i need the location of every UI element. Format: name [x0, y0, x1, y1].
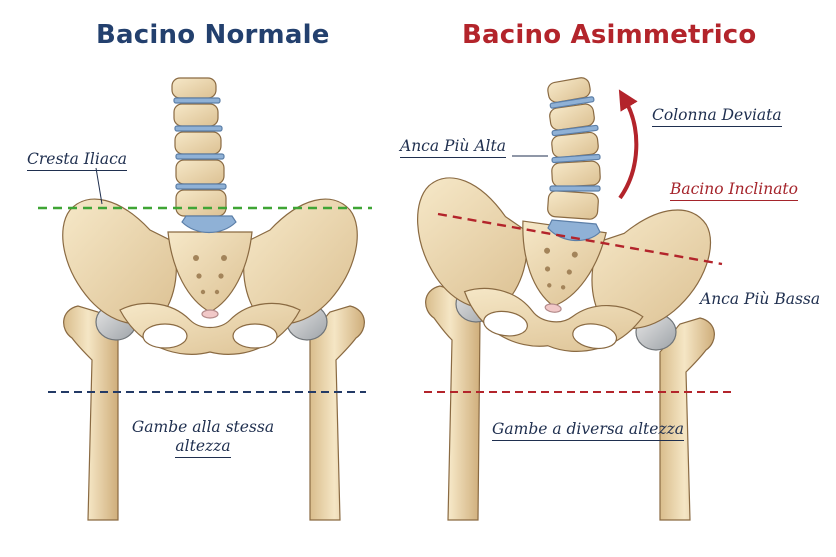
- asymmetric-pelvis-figure: [417, 77, 715, 521]
- label-legs-same-line2: altezza: [175, 437, 231, 458]
- label-hip-lower: Anca Più Bassa: [700, 290, 821, 308]
- normal-spine: [171, 77, 237, 233]
- pelvis-tilt-line: [437, 212, 723, 266]
- deviated-spine: [547, 77, 601, 242]
- right-femur-asym: [659, 317, 715, 521]
- label-legs-different: Gambe a diversa altezza: [492, 420, 685, 441]
- right-femur: [309, 305, 365, 521]
- right-obturator: [232, 323, 278, 349]
- label-spine-deviated: Colonna Deviata: [652, 106, 782, 127]
- left-obturator: [142, 323, 188, 349]
- left-iliac-wing: [62, 198, 177, 325]
- title-asymmetric: Bacino Asimmetrico: [462, 20, 757, 50]
- label-legs-same-height: Gambe alla stessa altezza: [128, 418, 278, 458]
- label-iliac-crest: Cresta Iliaca: [27, 150, 127, 171]
- sacrum: [167, 231, 253, 313]
- label-pelvis-tilted: Bacino Inclinato: [670, 180, 798, 201]
- label-hip-higher: Anca Più Alta: [400, 137, 506, 158]
- title-normal: Bacino Normale: [96, 20, 330, 50]
- spine-deviation-arrow: [618, 89, 639, 200]
- right-iliac-wing: [243, 198, 358, 325]
- normal-pelvis-figure: [62, 77, 365, 521]
- label-legs-same-line1: Gambe alla stessa: [131, 418, 275, 436]
- pubic-symphysis: [201, 309, 219, 319]
